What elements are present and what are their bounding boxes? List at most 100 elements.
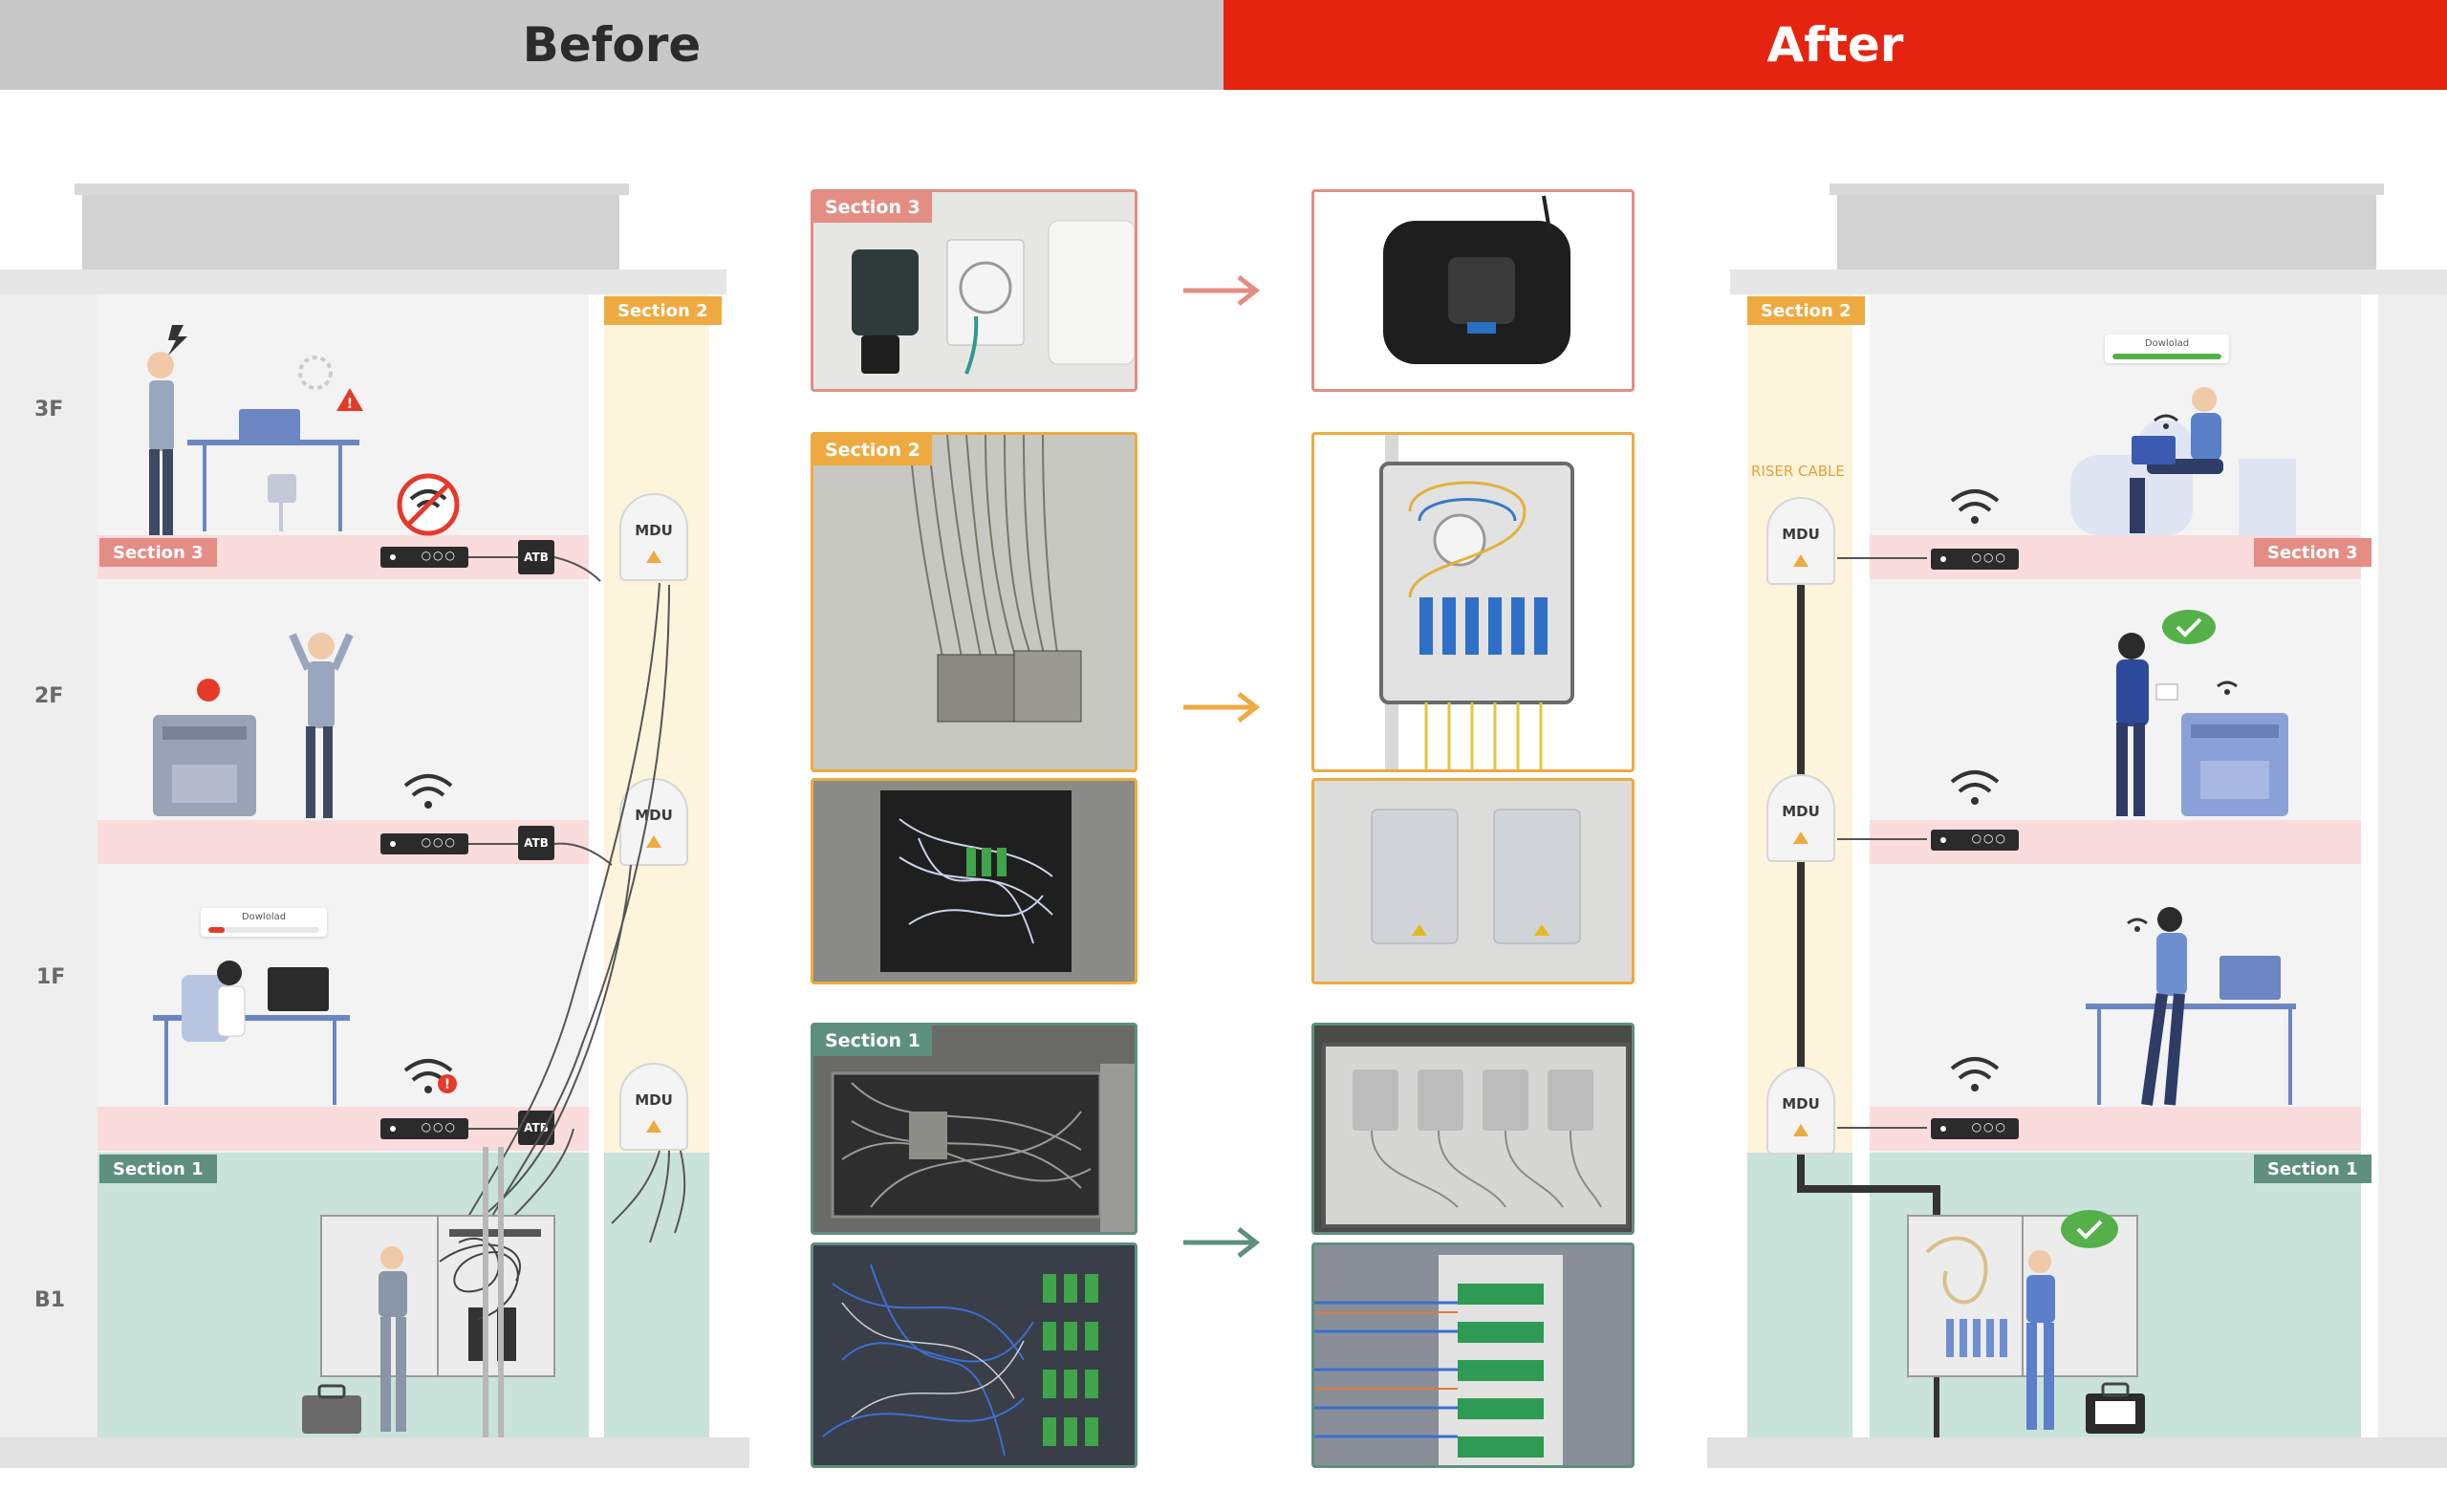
loading-icon [298,356,333,390]
floor-label-3f: 3F [34,398,64,421]
after-roof-block [1837,195,2376,270]
after-illustration [1797,387,2296,1437]
wifi-icon [1950,1057,2000,1091]
before-download-bar [208,927,319,933]
slab-2f [97,820,589,864]
before-photo-section2b [811,778,1137,984]
after-download-box: Dowlolad [2105,335,2229,363]
before-section3-tag: Section 3 [99,538,217,567]
warning-icon [1793,1124,1808,1136]
after-mdu-3f: MDU [1766,497,1835,585]
warning-icon [646,1120,661,1133]
after-section3-tag: Section 3 [2254,538,2371,567]
after-router-3f [1931,549,2019,570]
wifi-icon [1950,489,2000,524]
after-roof-slab [1730,270,2447,294]
messy-box-photo [880,790,1072,972]
wifi-icon [403,774,453,809]
floor-label-1f: 1F [36,965,66,989]
check-icon [2061,1210,2118,1248]
after-mdu-2f: MDU [1766,774,1835,862]
before-photo-section2a: Section 2 [811,432,1137,772]
no-wifi-icon [397,473,460,536]
check-icon [2162,610,2216,644]
before-atb-3f: ATB [518,540,554,574]
fiber-box-photo [1379,435,1574,769]
after-download-bar [2112,354,2221,359]
after-ground-slab [1707,1437,2447,1468]
ont-photo [1383,195,1570,364]
organized-fiber-photo [1314,1255,1563,1465]
before-section1-tag: Section 1 [99,1155,217,1183]
before-atb-1f: ATB [518,1111,554,1145]
after-download-fill [2112,354,2221,359]
photo-section3-tag: Section 3 [813,192,932,223]
after-photo-section1b [1311,1242,1635,1468]
before-photo-section3: Section 3 [811,189,1137,392]
floor-label-b1: B1 [34,1288,66,1312]
after-photo-section2b [1311,778,1635,984]
before-mdu-2f: MDU [619,778,688,866]
arrow-right-icon [1183,692,1261,723]
warning-icon [1793,554,1808,567]
wifi-icon [2154,414,2178,429]
wifi-icon [1950,770,2000,805]
after-basement-shaft [1747,1153,1852,1437]
before-section2-tag: Section 2 [604,296,722,325]
arrow-right-icon [1183,275,1261,306]
section2-shaft [604,294,709,1155]
after-mdu-1f: MDU [1766,1067,1835,1155]
after-right-wall [2378,294,2447,1441]
floor-label-2f: 2F [34,684,64,708]
before-mdu-3f: MDU [619,493,688,581]
roof-block [82,195,619,270]
before-router-3f [380,547,468,568]
riser-cable-label: RISER CABLE [1751,463,1845,480]
before-router-2f [380,833,468,854]
svg-text:!: ! [347,397,353,412]
wifi-icon [2127,918,2148,932]
after-router-1f [1931,1118,2019,1139]
messy-cabinet-photo [831,1064,1135,1232]
before-photo-section1b [811,1242,1137,1468]
after-section1-tag: Section 1 [2254,1155,2371,1183]
before-atb-2f: ATB [518,826,554,860]
after-photo-section3 [1311,189,1635,392]
tangled-fiber-photo [822,1264,1098,1457]
after-header: After [1224,0,2447,90]
after-download-label: Dowlolad [2144,338,2190,349]
before-download-box: Dowlolad [201,908,327,937]
after-router-2f [1931,830,2019,851]
organized-cabinet-photo [1322,1043,1630,1228]
before-header: Before [0,0,1224,90]
before-photo-section1a: Section 1 [811,1023,1137,1235]
after-photo-section2a [1311,432,1635,772]
before-router-1f [380,1118,468,1139]
roof-top [75,184,629,195]
before-illustration: ! [147,325,686,1437]
before-mdu-1f: MDU [619,1063,688,1151]
warning-icon [646,835,661,848]
outlet-photo [852,220,1135,375]
alert-icon: ! [336,388,363,412]
roof-slab [0,270,726,294]
warning-icon [1793,832,1808,844]
photo-section2-tag: Section 2 [813,435,932,465]
after-section2-tag: Section 2 [1747,296,1865,325]
after-shaft-gap [1852,294,1870,1437]
basement-shaft [604,1153,709,1437]
before-download-fill [208,927,226,933]
lightning-icon [168,325,187,356]
after-photo-section1a [1311,1023,1635,1235]
warning-icon [646,551,661,563]
wifi-icon [2217,680,2238,695]
left-wall [0,294,97,1441]
after-roof-top [1830,184,2384,195]
before-download-label: Dowlolad [241,912,287,922]
mdu-boxes-photo [1371,809,1581,944]
ground-slab [0,1437,749,1468]
svg-text:!: ! [444,1077,450,1092]
alert-icon: ! [438,1074,457,1093]
messy-cables-photo [908,435,1082,723]
